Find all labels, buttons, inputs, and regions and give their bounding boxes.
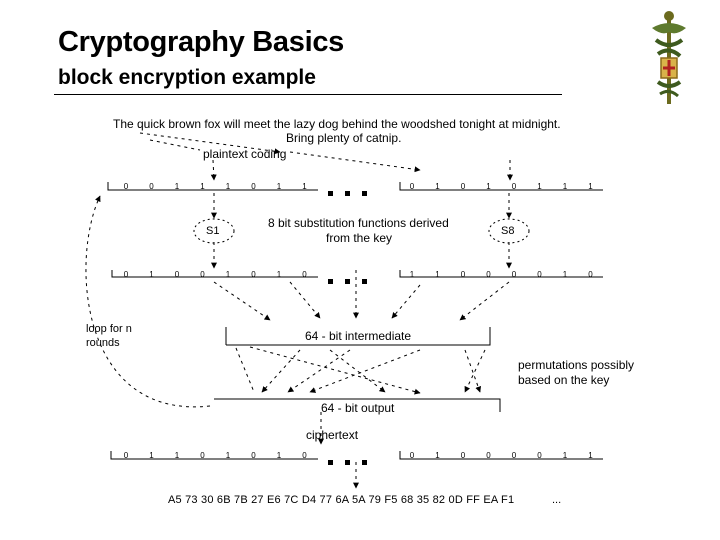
substitution-label-line-1: 8 bit substitution functions derived	[268, 216, 449, 230]
bit-cell: 1	[588, 182, 593, 191]
bit-cell: 0	[511, 270, 517, 279]
bit-cell: 0	[123, 182, 129, 191]
bit-cell: 1	[276, 182, 282, 191]
bit-cell: 1	[435, 182, 440, 191]
loop-label-line-1: loop for n	[86, 323, 132, 335]
ellipsis-dots	[322, 183, 373, 201]
intermediate-label: 64 - bit intermediate	[305, 329, 412, 343]
bit-cell: 1	[562, 182, 568, 191]
bit-cell: 0	[537, 451, 542, 460]
bit-cell: 0	[302, 270, 307, 279]
loop-label-line-2: rounds	[86, 337, 120, 349]
bit-cell: 0	[251, 182, 256, 191]
bit-cell: 0	[588, 270, 593, 279]
bit-cell: 0	[409, 451, 415, 460]
output-label: 64 - bit output	[321, 401, 395, 415]
sbox-s1-label: S1	[206, 225, 220, 237]
slide-subtitle: block encryption example	[58, 66, 316, 89]
bit-cell: 0	[460, 182, 466, 191]
plaintext-line-2: Bring plenty of catnip.	[286, 131, 402, 145]
bit-cell: 1	[276, 270, 282, 279]
bit-cell: 0	[486, 270, 491, 279]
bit-cell: 0	[251, 270, 256, 279]
ellipsis-dots	[322, 271, 373, 289]
plaintext-line-1: The quick brown fox will meet the lazy d…	[113, 117, 561, 131]
ellipsis-dots	[322, 452, 373, 470]
bit-cell: 1	[562, 270, 568, 279]
bit-cell: 1	[537, 182, 542, 191]
bit-cell: 0	[460, 270, 466, 279]
bit-cell: 0	[200, 270, 205, 279]
bit-cell: 1	[174, 451, 180, 460]
bit-cell: 1	[435, 451, 440, 460]
bit-cell: 1	[225, 182, 231, 191]
plaintext-coding-label: plaintext coding	[203, 147, 287, 161]
permutation-label-line-2: based on the key	[518, 373, 610, 387]
bit-cell: 0	[123, 270, 129, 279]
bit-cell: 0	[302, 451, 307, 460]
bit-cell: 1	[200, 182, 205, 191]
bit-cell: 0	[537, 270, 542, 279]
bit-cell: 1	[225, 270, 231, 279]
caduceus-logo-icon	[646, 10, 692, 106]
bit-cell: 1	[409, 270, 415, 279]
bit-cell: 1	[225, 451, 231, 460]
bit-cell: 0	[251, 451, 256, 460]
bit-cell: 0	[123, 451, 129, 460]
bit-cell: 0	[486, 451, 491, 460]
bit-cell: 1	[276, 451, 282, 460]
bit-cell: 0	[409, 182, 415, 191]
substitution-label-line-2: from the key	[326, 231, 393, 245]
bit-cell: 0	[149, 182, 154, 191]
hex-ellipsis: ...	[552, 494, 562, 506]
bit-cell: 1	[149, 270, 154, 279]
bit-cell: 1	[435, 270, 440, 279]
bit-cell: 1	[486, 182, 491, 191]
bit-cell: 0	[200, 451, 205, 460]
bit-cell: 0	[460, 451, 466, 460]
bit-cell: 1	[588, 451, 593, 460]
bit-cell: 1	[149, 451, 154, 460]
bit-cell: 0	[174, 270, 180, 279]
ciphertext-label: ciphertext	[306, 428, 359, 442]
bit-cell: 1	[302, 182, 307, 191]
permutation-label-line-1: permutations possibly	[518, 358, 635, 372]
bit-cell: 0	[511, 451, 517, 460]
bit-cell: 1	[174, 182, 180, 191]
slide-title: Cryptography Basics	[58, 26, 344, 58]
sbox-s8-label: S8	[501, 225, 515, 237]
hex-ciphertext: A5 73 30 6B 7B 27 E6 7C D4 77 6A 5A 79 F…	[168, 494, 515, 506]
title-divider	[54, 94, 562, 95]
bit-cell: 1	[562, 451, 568, 460]
bit-cell: 0	[511, 182, 517, 191]
